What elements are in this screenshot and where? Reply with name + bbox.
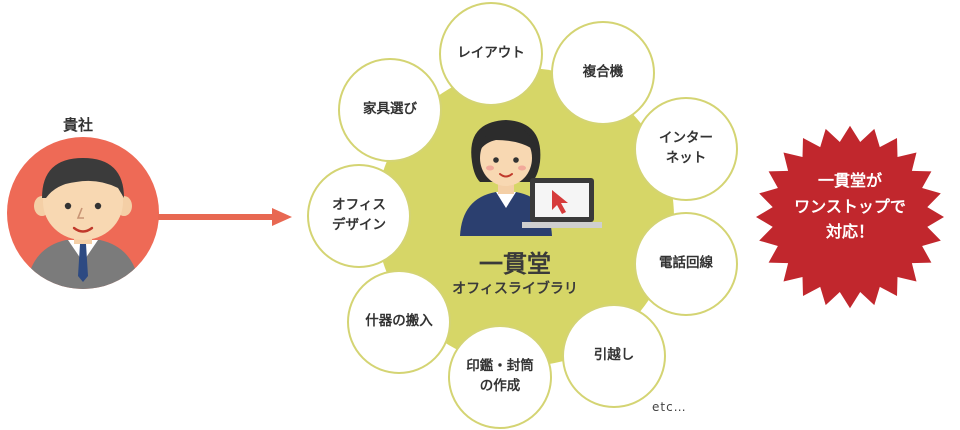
service-fixtures: 什器の搬入 [347, 270, 451, 374]
service-furniture: 家具選び [338, 58, 442, 162]
service-moving: 引越し [562, 304, 666, 408]
service-phone-line: 電話回線 [634, 212, 738, 316]
service-stamps: 印鑑・封筒 の作成 [448, 325, 552, 429]
company-subtitle: オフィスライブラリ [430, 278, 600, 298]
businessman-avatar-icon [6, 136, 160, 290]
company-name: 一貫堂 [440, 244, 590, 279]
service-copier: 複合機 [551, 21, 655, 125]
service-layout: レイアウト [439, 2, 543, 106]
businesswoman-with-laptop-icon [452, 110, 602, 240]
service-office-design: オフィス デザイン [307, 164, 411, 268]
right-arrow-icon [158, 206, 296, 228]
service-internet: インター ネット [634, 97, 738, 201]
etc-label: etc… [652, 400, 687, 414]
client-label: 貴社 [58, 114, 98, 135]
badge-text: 一貫堂が ワンストップで 対応！ [760, 168, 940, 245]
